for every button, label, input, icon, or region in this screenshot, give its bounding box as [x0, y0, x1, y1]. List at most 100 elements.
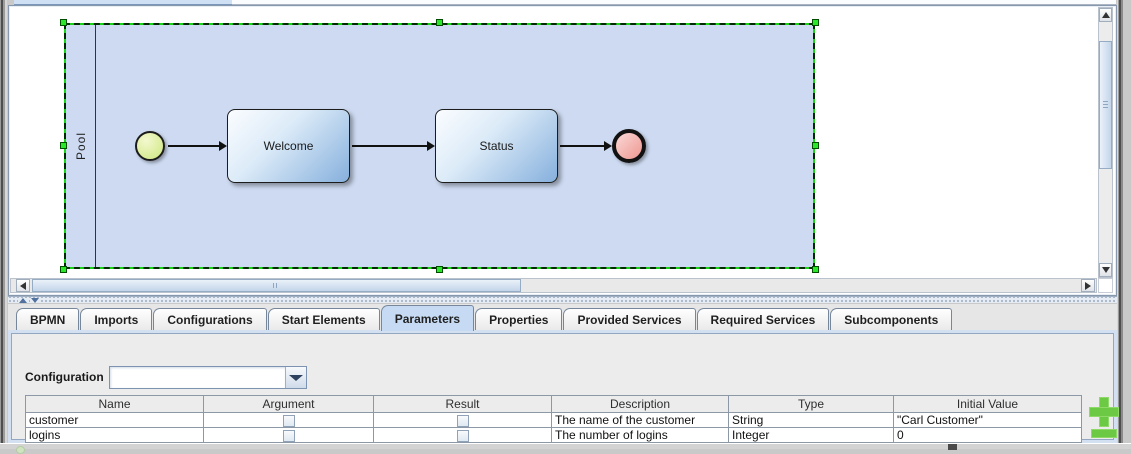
configuration-combobox-button[interactable] [285, 367, 306, 388]
collapse-down-icon [30, 298, 39, 303]
tab-parameters[interactable]: Parameters [380, 305, 475, 331]
down-arrow-icon [1101, 267, 1110, 273]
pool-label: Pool [73, 131, 88, 161]
scroll-down-button[interactable] [1099, 263, 1112, 277]
thumb-grip [1103, 107, 1108, 108]
sequence-flow-3[interactable] [560, 145, 604, 147]
diagram-canvas[interactable]: Pool Welcome Status [19, 13, 1105, 284]
resize-handle-nw[interactable] [60, 19, 67, 26]
tab-provided-services[interactable]: Provided Services [563, 308, 696, 331]
taskbar-item-partial [948, 444, 957, 450]
plus-icon [1089, 407, 1119, 417]
desktop-strip-partial [0, 443, 1131, 454]
horizontal-scrollbar-thumb[interactable] [32, 279, 521, 292]
collapse-up-button[interactable] [18, 298, 27, 303]
left-arrow-icon [20, 281, 26, 290]
scrollbar-corner [1098, 278, 1113, 293]
column-header-initial-value[interactable]: Initial Value [893, 395, 1082, 413]
thumb-grip [1103, 101, 1108, 102]
table-header-row: Name Argument Result Description Type In… [25, 395, 1082, 413]
task-status-label: Status [479, 139, 514, 153]
up-arrow-icon [1101, 12, 1110, 18]
collapse-up-icon [18, 298, 27, 303]
cell-argument [203, 412, 374, 428]
sequence-flow-2[interactable] [352, 145, 427, 147]
resize-handle-sw[interactable] [60, 266, 67, 273]
tab-bpmn[interactable]: BPMN [16, 308, 80, 331]
remove-parameter-button[interactable] [1091, 429, 1117, 438]
tab-required-services[interactable]: Required Services [696, 308, 830, 331]
result-checkbox[interactable] [456, 429, 469, 442]
pool-label-band[interactable]: Pool [66, 25, 96, 267]
result-checkbox[interactable] [456, 414, 469, 427]
end-event-icon[interactable] [612, 129, 646, 163]
sequence-flow-1-arrowhead-icon [219, 141, 227, 151]
split-pane-divider[interactable] [8, 296, 1117, 303]
panel-tab-bar: BPMN Imports Configurations Start Elemen… [8, 304, 1117, 331]
argument-checkbox[interactable] [282, 414, 295, 427]
resize-handle-se[interactable] [812, 266, 819, 273]
cell-name[interactable]: customer [25, 412, 204, 428]
tab-imports[interactable]: Imports [80, 308, 153, 331]
configuration-label: Configuration [25, 370, 104, 384]
cell-name[interactable]: logins [25, 427, 204, 443]
cell-type[interactable]: Integer [728, 427, 894, 443]
thumb-grip [1103, 104, 1108, 105]
properties-panel: BPMN Imports Configurations Start Elemen… [8, 304, 1119, 443]
cell-result [373, 412, 552, 428]
thumb-grip [276, 283, 277, 288]
cell-argument [203, 427, 374, 443]
vertical-scrollbar[interactable] [1098, 7, 1113, 278]
horizontal-scrollbar[interactable] [10, 278, 1097, 293]
taskbar-icon-partial [16, 446, 25, 454]
add-parameter-button[interactable] [1089, 397, 1119, 427]
scroll-left-button[interactable] [16, 279, 30, 292]
column-header-name[interactable]: Name [25, 395, 204, 413]
chevron-down-icon [289, 374, 303, 381]
resize-handle-w[interactable] [60, 142, 67, 149]
diagram-editor-frame: Pool Welcome Status [8, 5, 1117, 296]
tab-subcomponents[interactable]: Subcomponents [830, 308, 953, 331]
sequence-flow-2-arrowhead-icon [427, 141, 435, 151]
scroll-up-button[interactable] [1099, 8, 1112, 22]
vertical-scrollbar-thumb[interactable] [1099, 41, 1112, 169]
window-left-edge [0, 0, 7, 443]
table-row: logins The number of logins Integer 0 [25, 427, 1082, 443]
column-header-argument[interactable]: Argument [203, 395, 374, 413]
tab-configurations[interactable]: Configurations [153, 308, 267, 331]
start-event-icon[interactable] [135, 131, 165, 161]
editor-tab-partial[interactable] [14, 0, 232, 5]
resize-handle-n[interactable] [436, 19, 443, 26]
task-welcome-label: Welcome [263, 139, 314, 153]
right-arrow-icon [1085, 281, 1091, 290]
sequence-flow-1[interactable] [168, 145, 219, 147]
scroll-right-button[interactable] [1081, 279, 1095, 292]
column-header-description[interactable]: Description [551, 395, 729, 413]
cell-initial-value[interactable]: "Carl Customer" [893, 412, 1082, 428]
parameters-table: Name Argument Result Description Type In… [25, 395, 1082, 443]
cell-type[interactable]: String [728, 412, 894, 428]
cell-result [373, 427, 552, 443]
configuration-combobox[interactable] [109, 366, 307, 389]
cell-description[interactable]: The name of the customer [551, 412, 729, 428]
sequence-flow-3-arrowhead-icon [604, 141, 612, 151]
resize-handle-ne[interactable] [812, 19, 819, 26]
table-row: customer The name of the customer String… [25, 412, 1082, 428]
resize-handle-s[interactable] [436, 266, 443, 273]
collapse-down-button[interactable] [30, 298, 39, 303]
task-status[interactable]: Status [435, 109, 558, 183]
tab-properties[interactable]: Properties [475, 308, 563, 331]
task-welcome[interactable]: Welcome [227, 109, 350, 183]
argument-checkbox[interactable] [282, 429, 295, 442]
parameters-tab-content: Configuration Name Argument Result [8, 330, 1119, 443]
tab-start-elements[interactable]: Start Elements [267, 308, 380, 331]
resize-handle-e[interactable] [812, 142, 819, 149]
column-header-type[interactable]: Type [728, 395, 894, 413]
cell-initial-value[interactable]: 0 [893, 427, 1082, 443]
cell-description[interactable]: The number of logins [551, 427, 729, 443]
editor-tabbar-partial [232, 0, 1116, 5]
configuration-combobox-value[interactable] [110, 367, 285, 388]
thumb-grip [273, 283, 274, 288]
column-header-result[interactable]: Result [373, 395, 552, 413]
